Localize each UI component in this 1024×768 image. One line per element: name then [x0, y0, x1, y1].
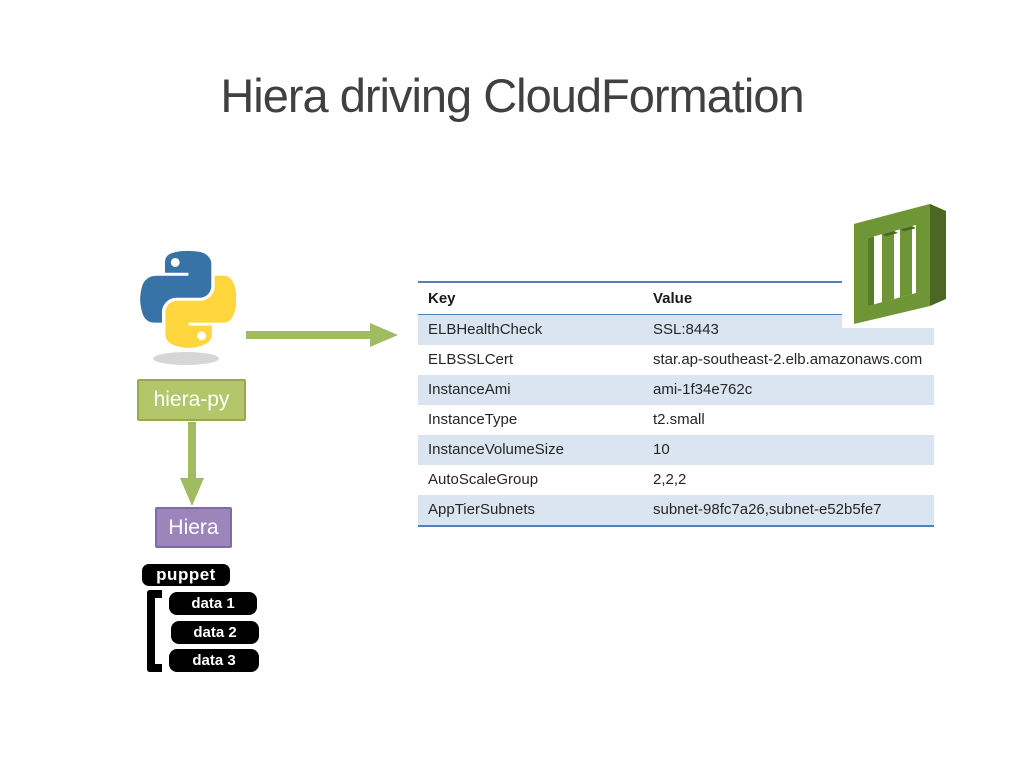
hiera-node: Hiera	[155, 507, 232, 548]
value-cell: 10	[643, 435, 934, 465]
table-row: AutoScaleGroup 2,2,2	[418, 465, 934, 495]
puppet-wordmark: puppet	[142, 564, 230, 586]
key-cell: InstanceVolumeSize	[418, 435, 643, 465]
value-cell: subnet-98fc7a26,subnet-e52b5fe7	[643, 495, 934, 526]
value-cell: star.ap-southeast-2.elb.amazonaws.com	[653, 351, 923, 368]
python-logo-shadow	[153, 352, 219, 365]
table-row: InstanceType t2.small	[418, 405, 934, 435]
key-cell: InstanceAmi	[418, 375, 643, 405]
table-row: InstanceAmi ami-1f34e762c	[418, 375, 934, 405]
data-pill-2: data 2	[171, 621, 259, 644]
hiera-label: Hiera	[168, 515, 219, 539]
slide-title: Hiera driving CloudFormation	[220, 69, 804, 122]
key-cell: InstanceType	[428, 411, 518, 428]
arrow-down-icon	[177, 422, 207, 513]
python-logo-icon	[140, 248, 237, 348]
data-pill-3: data 3	[169, 649, 259, 672]
table-row: InstanceVolumeSize 10	[418, 435, 934, 465]
key-column-header: Key	[418, 281, 643, 315]
table-row: ELBSSLCert star.ap-southeast-2.elb.amazo…	[418, 345, 934, 375]
cloudformation-icon	[842, 192, 962, 328]
table-row: AppTierSubnets subnet-98fc7a26,subnet-e5…	[418, 495, 934, 526]
key-cell: ELBHealthCheck	[418, 314, 643, 345]
bracket-icon	[147, 590, 162, 672]
key-cell: ELBSSLCert	[428, 351, 514, 368]
value-cell: 2,2,2	[653, 471, 687, 488]
hiera-py-node: hiera-py	[137, 379, 246, 421]
value-cell: ami-1f34e762c	[643, 375, 934, 405]
key-cell: AutoScaleGroup	[428, 471, 539, 488]
hiera-py-label: hiera-py	[153, 388, 230, 411]
table-row: ELBHealthCheck SSL:8443	[418, 314, 934, 345]
value-cell: t2.small	[653, 411, 705, 428]
data-pill-1: data 1	[169, 592, 257, 615]
key-cell: AppTierSubnets	[418, 495, 643, 526]
arrow-right-icon	[246, 320, 400, 355]
